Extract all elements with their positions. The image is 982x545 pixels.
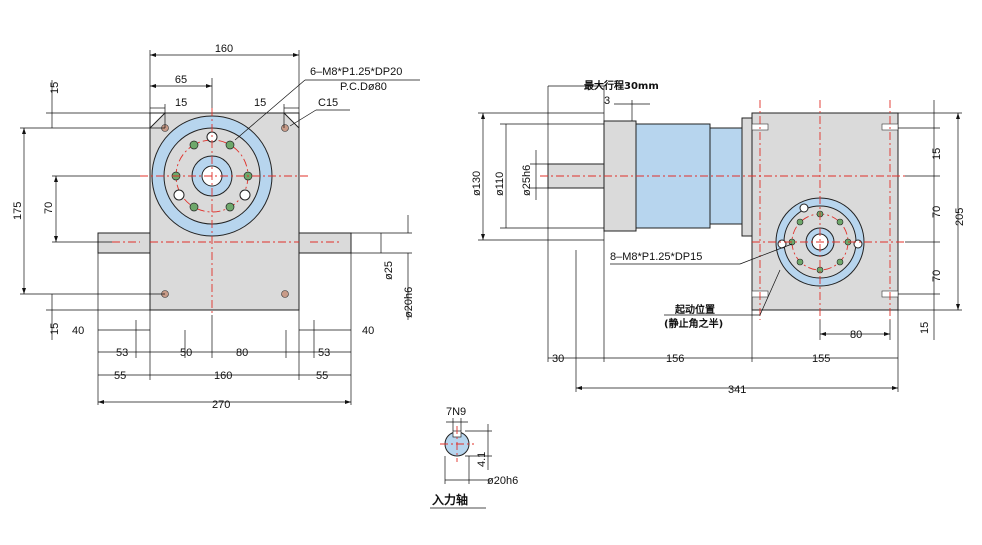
- note-start-position: 起动位置: [674, 303, 715, 316]
- side-pin-hole: [799, 203, 809, 213]
- dim-70-b: 70: [931, 270, 943, 282]
- dim-50: 50: [180, 347, 192, 359]
- dim-15-b: 15: [254, 97, 266, 109]
- dim-key-depth: 4.1: [476, 452, 488, 467]
- dim-d25h6: ø25h6: [521, 165, 533, 196]
- side-bolt-holes: [788, 210, 852, 274]
- dim-key-7n9: 7N9: [446, 406, 466, 418]
- front-bolt-hole: [225, 202, 235, 212]
- dim-205: 205: [954, 208, 966, 226]
- dim-40-right: 40: [362, 325, 374, 337]
- note-8-m8: 8–M8*P1.25*DP15: [610, 251, 702, 263]
- dim-d20h6: ø20h6: [403, 287, 415, 318]
- front-corner-hole: [281, 290, 289, 298]
- note-start-half-angle: (静止角之半): [664, 317, 723, 330]
- dim-d130: ø130: [471, 171, 483, 196]
- side-cylinder-collar: [741, 117, 753, 237]
- note-pcd80: P.C.Dø80: [340, 81, 387, 93]
- dim-160-bottom: 160: [214, 370, 232, 382]
- dim-53-right: 53: [318, 347, 330, 359]
- front-pin-hole: [173, 189, 185, 201]
- dim-15-top: 15: [931, 148, 943, 160]
- dim-30: 30: [552, 353, 564, 365]
- dim-341: 341: [728, 384, 746, 396]
- dim-d110: ø110: [494, 172, 506, 196]
- front-pin-hole: [239, 189, 251, 201]
- dim-55-right: 55: [316, 370, 328, 382]
- front-view: [97, 108, 352, 315]
- front-corner-hole: [281, 124, 289, 132]
- dim-15-left: 15: [49, 82, 61, 94]
- dim-80: 80: [236, 347, 248, 359]
- dim-156: 156: [666, 353, 684, 365]
- dim-65: 65: [175, 74, 187, 86]
- front-left-ear: [97, 232, 151, 254]
- note-6-m8: 6–M8*P1.25*DP20: [310, 66, 402, 78]
- dim-53-left: 53: [116, 347, 128, 359]
- dim-d25: ø25: [383, 261, 395, 280]
- front-dimensions: 160 65 15 15 15 175 70 15: [12, 43, 420, 411]
- input-shaft-title: 入力轴: [432, 492, 468, 507]
- dim-15-bottom: 15: [49, 323, 61, 335]
- dim-15-a: 15: [175, 97, 187, 109]
- dim-80-side: 80: [850, 329, 862, 341]
- side-dimensions: 最大行程30mm 3 ø130 ø110 ø25h6 15 70 205 7: [471, 79, 966, 396]
- dim-40-left: 40: [72, 325, 84, 337]
- dim-175: 175: [12, 202, 24, 220]
- side-pin-hole: [853, 239, 863, 249]
- dim-270: 270: [212, 399, 230, 411]
- side-view: [540, 100, 905, 320]
- front-housing-chamfer-left: [149, 112, 167, 130]
- dim-3: 3: [604, 95, 610, 107]
- dim-stroke: 最大行程30mm: [584, 79, 659, 92]
- input-shaft-detail: 7N9 4.1 ø20h6 入力轴: [430, 406, 518, 509]
- front-right-ear: [298, 232, 352, 254]
- dim-155: 155: [812, 353, 830, 365]
- dim-15-bottom-side: 15: [919, 322, 931, 334]
- front-bolt-hole: [189, 140, 199, 150]
- front-bolt-hole: [189, 202, 199, 212]
- dim-70-a: 70: [931, 206, 943, 218]
- dim-shaft-d20h6: ø20h6: [487, 475, 518, 487]
- note-c15: C15: [318, 97, 338, 109]
- dim-160-top: 160: [215, 43, 233, 55]
- dim-70: 70: [43, 202, 55, 214]
- dim-55-left: 55: [114, 370, 126, 382]
- front-bolt-hole: [225, 140, 235, 150]
